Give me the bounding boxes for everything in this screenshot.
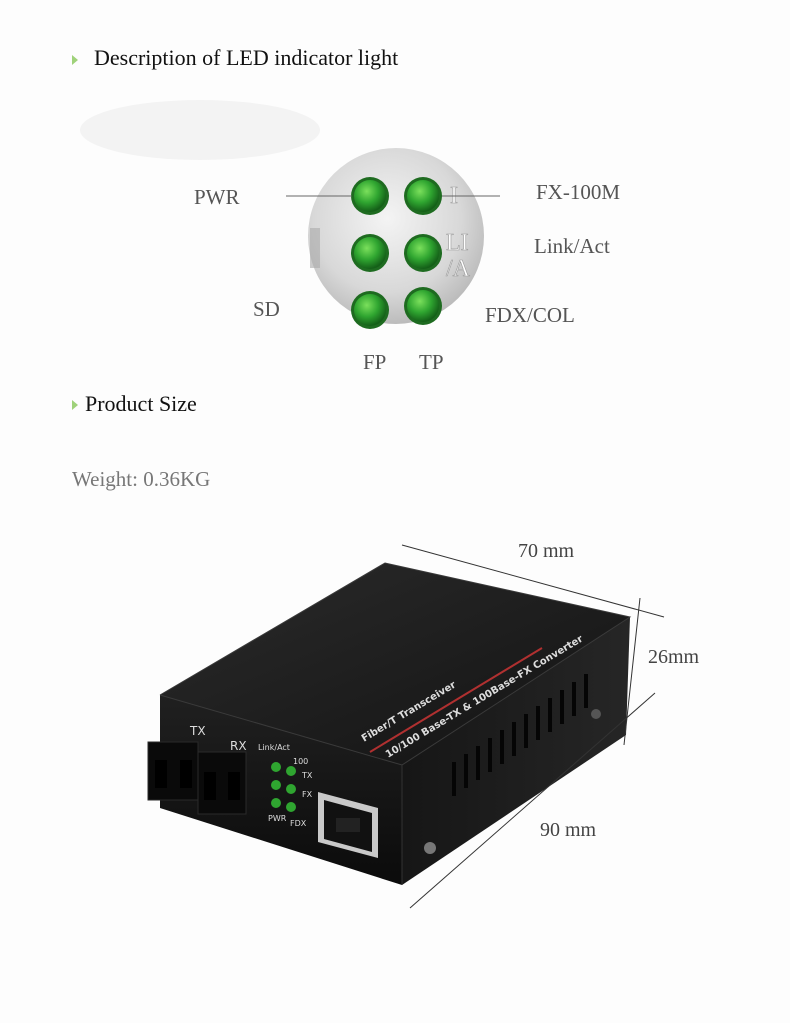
tx-port-label: TX — [189, 724, 206, 738]
size-section-title: Product Size — [85, 391, 197, 416]
panel-text-3: /A — [446, 256, 471, 282]
dimension-lines — [401, 544, 665, 909]
led-fp-icon — [351, 291, 389, 329]
led-fx100m-icon — [404, 177, 442, 215]
front-led-label-100: 100 — [293, 757, 308, 766]
label-sd: SD — [253, 297, 280, 321]
led-pwr-icon — [351, 177, 389, 215]
led-link-act-icon — [404, 234, 442, 272]
front-led-icon — [286, 766, 296, 776]
bullet-icon — [72, 55, 78, 65]
front-led-icon — [271, 798, 281, 808]
label-pwr: PWR — [194, 185, 240, 209]
panel-text-2: LI — [446, 230, 469, 256]
rx-port-label: RX — [230, 739, 247, 753]
led-section-title: Description of LED indicator light — [94, 45, 399, 70]
label-fdx-col: FDX/COL — [485, 303, 575, 327]
dim-depth-label: 90 mm — [540, 819, 597, 841]
vent-slots — [452, 674, 588, 796]
front-led-label-linkact: Link/Act — [258, 743, 290, 752]
label-link-act: Link/Act — [534, 234, 610, 258]
front-led-label-fx: FX — [302, 790, 313, 799]
dim-height-label: 26mm — [648, 646, 700, 668]
dim-width-label: 70 mm — [518, 540, 575, 562]
led-panel-closeup: I LI /A — [308, 148, 484, 329]
front-led-icon — [286, 802, 296, 812]
bullet-icon — [72, 400, 78, 410]
label-tp: TP — [419, 350, 444, 374]
converter-device: Fiber/T Transceiver 10/100 Base-TX & 100… — [147, 562, 632, 885]
weight-text: Weight: 0.36KG — [72, 467, 211, 491]
screw-icon — [424, 842, 436, 854]
label-fx100m: FX-100M — [536, 180, 621, 204]
front-led-label-pwr: PWR — [268, 814, 287, 823]
front-led-icon — [271, 762, 281, 772]
front-led-label-tx: TX — [301, 771, 313, 780]
rj45-port — [318, 792, 378, 858]
label-fp: FP — [363, 350, 387, 374]
led-tp-icon — [404, 287, 442, 325]
front-led-icon — [271, 780, 281, 790]
sc-fiber-port — [147, 741, 247, 815]
front-led-label-fdx: FDX — [290, 819, 307, 828]
front-led-icon — [286, 784, 296, 794]
screw-icon — [591, 709, 601, 719]
led-sd-icon — [351, 234, 389, 272]
